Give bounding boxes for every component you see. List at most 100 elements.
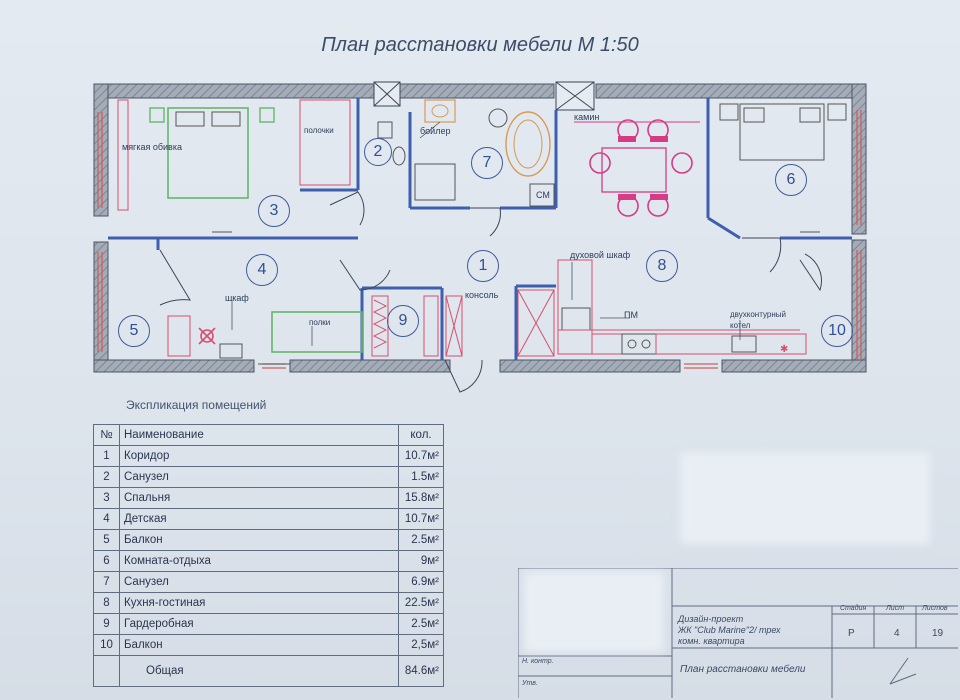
cell: Санузел [119,466,399,488]
room-number-2: 2 [364,138,392,166]
cell: 1 [93,445,120,467]
svg-text:✱: ✱ [780,344,788,355]
cell: 10.7м² [398,508,444,530]
doors [159,191,822,393]
project-line3: комн. квартира [678,636,745,646]
cell: Общая [119,655,399,687]
drawing-title: План расстановки мебели М 1:50 [321,34,639,56]
room-number-6: 6 [775,164,807,196]
stage-value: Р [848,628,855,639]
cell: 2,5м² [398,634,444,656]
floor-plan: ✱ [93,81,867,393]
cell: Кухня-гостиная [119,592,399,614]
blurred-stamp-area [524,572,664,652]
cell: Балкон [119,634,399,656]
cell: Балкон [119,529,399,551]
room-number-9: 9 [387,305,419,337]
cell: 6 [93,550,120,572]
sheet-name: План расстановки мебели [680,664,806,675]
cell: 15.8м² [398,487,444,509]
cell: 7 [93,571,120,593]
washer-label: СМ [536,190,550,200]
cell: Коридор [119,445,399,467]
shelves-top-label: полочки [304,126,334,135]
table-header-row: № Наименование кол. [93,424,444,446]
bedroom-furniture [117,99,351,233]
header-cell: № [93,424,120,446]
bathroom-2-fixtures [377,121,406,166]
room-number-4: 4 [246,254,278,286]
dining-set [574,119,700,217]
windows [97,110,862,369]
bathroom-7-fixtures [414,99,555,207]
header-cell: кол. [398,424,444,446]
cell: 9м² [398,550,444,572]
cell: Спальня [119,487,399,509]
corridor-console [445,289,555,357]
soft-upholstery-label: мягкая обивка [122,142,182,152]
cell: 22.5м² [398,592,444,614]
kitchen-units: ✱ [557,259,807,355]
cell: 2.5м² [398,529,444,551]
wardrobe-label: шкаф [225,293,249,303]
cell: Комната-отдыха [119,550,399,572]
room-number-10: 10 [821,315,853,347]
room-number-7: 7 [471,147,503,179]
cell: Гардеробная [119,613,399,635]
shelves-label: полки [309,318,331,327]
approved-label: Утв. [522,680,538,687]
boiler-label: бойлер [420,126,451,136]
cell: 10 [93,634,120,656]
cell: 9 [93,613,120,635]
title-block [518,568,958,698]
cell: 4 [93,508,120,530]
room-number-1: 1 [467,250,499,282]
room-number-3: 3 [258,195,290,227]
fireplace-label: камин [574,112,600,122]
cell: 5 [93,529,120,551]
cell: 10.7м² [398,445,444,467]
n-control-label: Н. контр. [522,658,554,665]
boiler2-label-line2: котел [730,321,751,330]
stage-header: Стадия [840,605,867,612]
room-number-5: 5 [118,315,150,347]
cell: 8 [93,592,120,614]
leader-lines [231,121,741,346]
cell: 2 [93,466,120,488]
cell: 84.6м² [398,655,444,687]
boiler2-label-line1: двухконтурный [730,310,786,319]
cell: 3 [93,487,120,509]
console-label: консоль [465,290,499,300]
wardrobe-room [371,295,439,357]
cell: Детская [119,508,399,530]
sheets-value: 19 [932,628,944,639]
sheets-header: Листов [922,605,948,612]
sheet-header: Лист [886,605,905,612]
dishwasher-label: ПМ [624,310,638,320]
cell: 6.9м² [398,571,444,593]
header-cell: Наименование [119,424,399,446]
sheet-value: 4 [894,628,900,639]
cell [93,655,120,687]
cell: 1.5м² [398,466,444,488]
cell: Санузел [119,571,399,593]
rest-room-furniture [719,103,847,233]
project-line2: ЖК "Club Marine"2/ трех [678,625,781,635]
ventilation-shafts [373,81,595,111]
nursery-furniture [167,311,363,365]
explication-title: Экспликация помещений [126,398,267,412]
cell: 2.5м² [398,613,444,635]
